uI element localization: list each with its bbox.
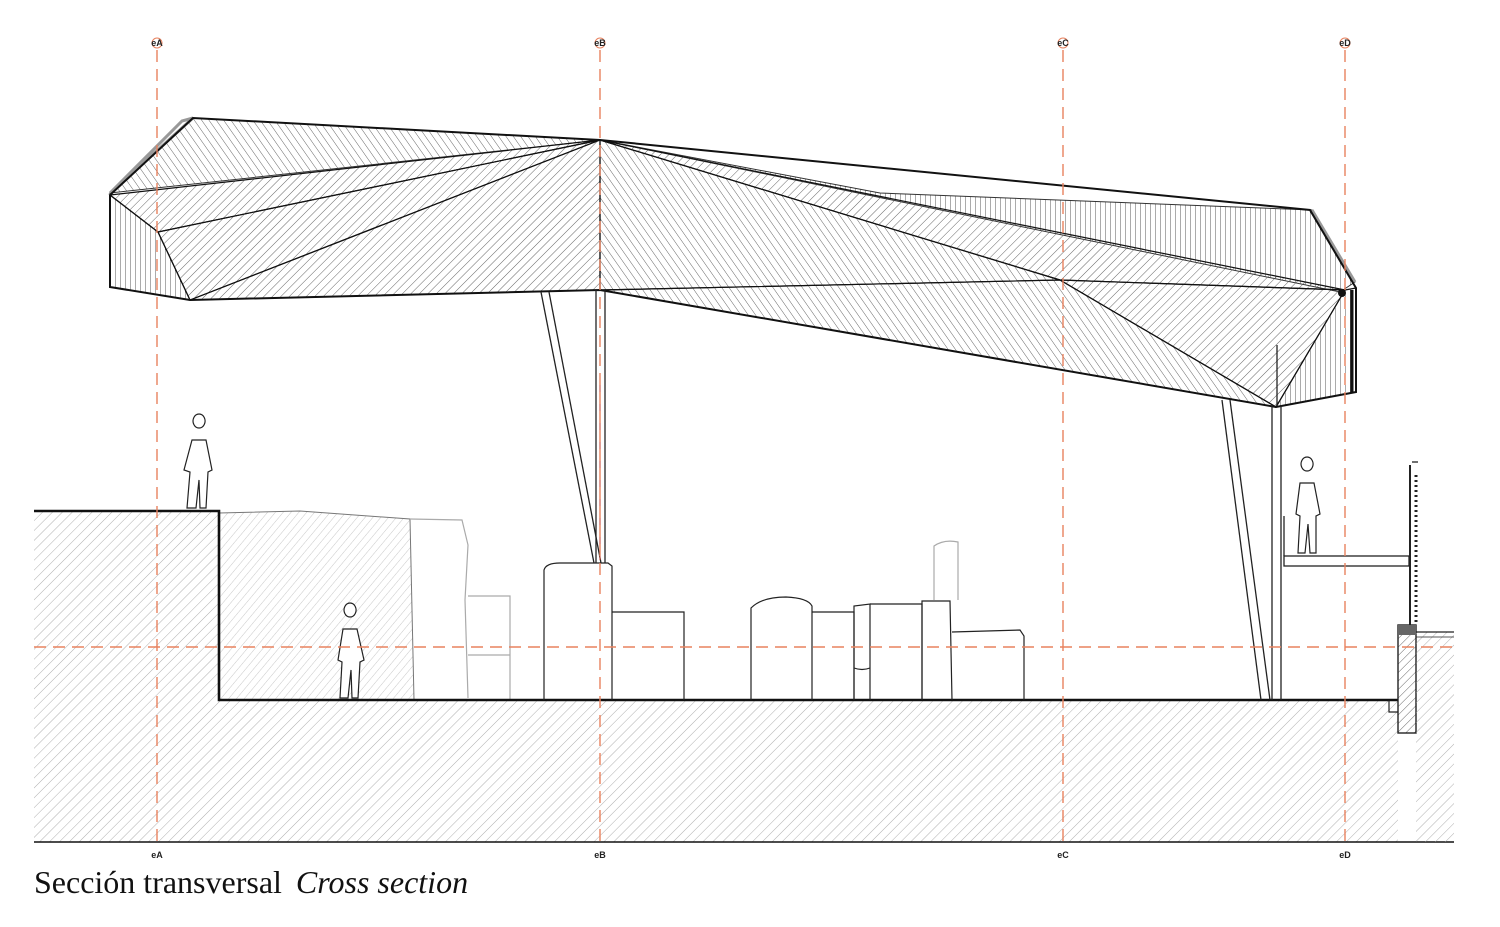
ground-section: [34, 509, 1454, 843]
drawing-caption: Sección transversal Cross section: [34, 866, 468, 898]
axis-marker: [594, 37, 606, 49]
archaeological-remains: [543, 540, 1025, 701]
axis-marker: [151, 37, 163, 49]
human-figure: [337, 602, 365, 699]
axis-label-bottom: eA: [151, 850, 163, 860]
axis-marker: [1339, 37, 1351, 49]
axis-d: eD eD: [1339, 37, 1351, 860]
human-figure: [1295, 456, 1321, 554]
caption-spanish: Sección transversal: [34, 864, 282, 900]
axis-label-bottom: eB: [594, 850, 606, 860]
viewing-platform: [1283, 461, 1418, 625]
axis-c: eC eC: [1057, 37, 1069, 860]
axis-label-top: eA: [151, 38, 163, 48]
reference-axes: eA eA eB eB eC eC eD eD: [34, 37, 1454, 860]
human-figure: [183, 413, 213, 509]
axis-label-bottom: eD: [1339, 850, 1351, 860]
axis-label-top: eB: [594, 38, 606, 48]
axis-label-top: eC: [1057, 38, 1069, 48]
axis-label-top: eD: [1339, 38, 1351, 48]
caption-english: Cross section: [295, 864, 469, 900]
axis-a: eA eA: [151, 37, 163, 860]
roof-canopy: [108, 116, 1357, 409]
axis-marker: [1057, 37, 1069, 49]
roof-supports: [540, 290, 1282, 701]
axis-label-bottom: eC: [1057, 850, 1069, 860]
axis-b: eB eB: [594, 37, 606, 860]
